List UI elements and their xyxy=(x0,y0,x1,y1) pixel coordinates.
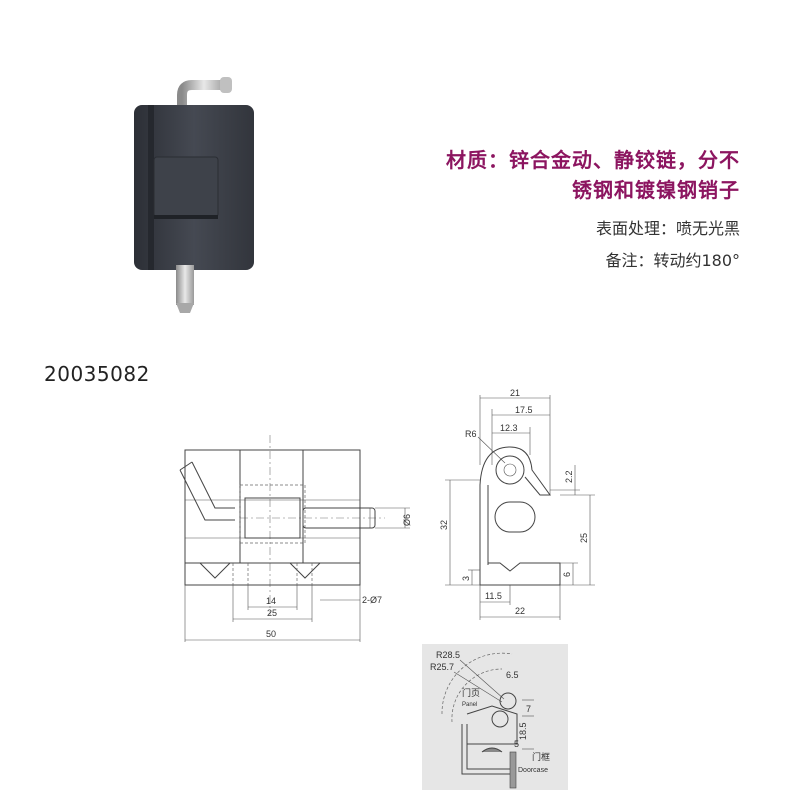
dim-total-width: 50 xyxy=(266,629,276,639)
dim-h2-2: 2.2 xyxy=(564,470,574,483)
dim-pin-dia: Ø6 xyxy=(402,514,412,526)
material-line-2: 锈钢和镀镍钢销子 xyxy=(572,178,740,202)
dim-r6: R6 xyxy=(465,429,477,439)
side-view-drawing: 21 17.5 12.3 R6 32 3 2.2 25 6 11.5 22 xyxy=(439,388,595,620)
product-code: 20035082 xyxy=(44,362,150,386)
dim-w11-5: 11.5 xyxy=(485,591,502,601)
dim-holes: 2-Ø7 xyxy=(362,595,382,605)
dim-r28-5: R28.5 xyxy=(436,650,460,660)
dim-w17-5: 17.5 xyxy=(515,405,533,415)
frame-cn: 门框 xyxy=(532,751,550,762)
panel-cn: 门页 xyxy=(462,687,480,698)
dim-r25-7: R25.7 xyxy=(430,662,454,672)
dim-d6-5: 6.5 xyxy=(506,670,519,680)
dim-inner: 14 xyxy=(266,596,276,606)
dim-hole-spacing: 25 xyxy=(267,608,277,618)
frame-en: Doorcase xyxy=(518,767,548,774)
rotation-view-drawing: R28.5 R25.7 6.5 门页 Panel 7 18.5 5 门框 Doo… xyxy=(430,650,550,789)
rotation-note: 备注：转动约180° xyxy=(605,251,740,270)
rotation-view-panel: R28.5 R25.7 6.5 门页 Panel 7 18.5 5 门框 Doo… xyxy=(422,644,568,790)
dim-h25: 25 xyxy=(579,533,589,543)
dim-d5: 5 xyxy=(514,739,519,749)
dim-w21: 21 xyxy=(510,388,520,398)
dim-h32: 32 xyxy=(439,520,449,530)
front-view-drawing: Ø6 2-Ø7 14 25 50 xyxy=(179,435,412,642)
dim-w12-3: 12.3 xyxy=(500,423,518,433)
dim-h3: 3 xyxy=(461,576,471,581)
dim-w22: 22 xyxy=(515,606,525,616)
dim-d18-5: 18.5 xyxy=(518,722,528,740)
dim-h6: 6 xyxy=(562,572,572,577)
surface-treatment: 表面处理：喷无光黑 xyxy=(595,219,740,238)
dim-d7: 7 xyxy=(526,704,531,714)
material-line-1: 材质：锌合金动、静铰链，分不 xyxy=(446,148,740,172)
hinge-photo xyxy=(134,77,254,313)
panel-en: Panel xyxy=(462,702,477,708)
material-spec: 材质：锌合金动、静铰链，分不 锈钢和镀镍钢销子 xyxy=(330,145,740,205)
